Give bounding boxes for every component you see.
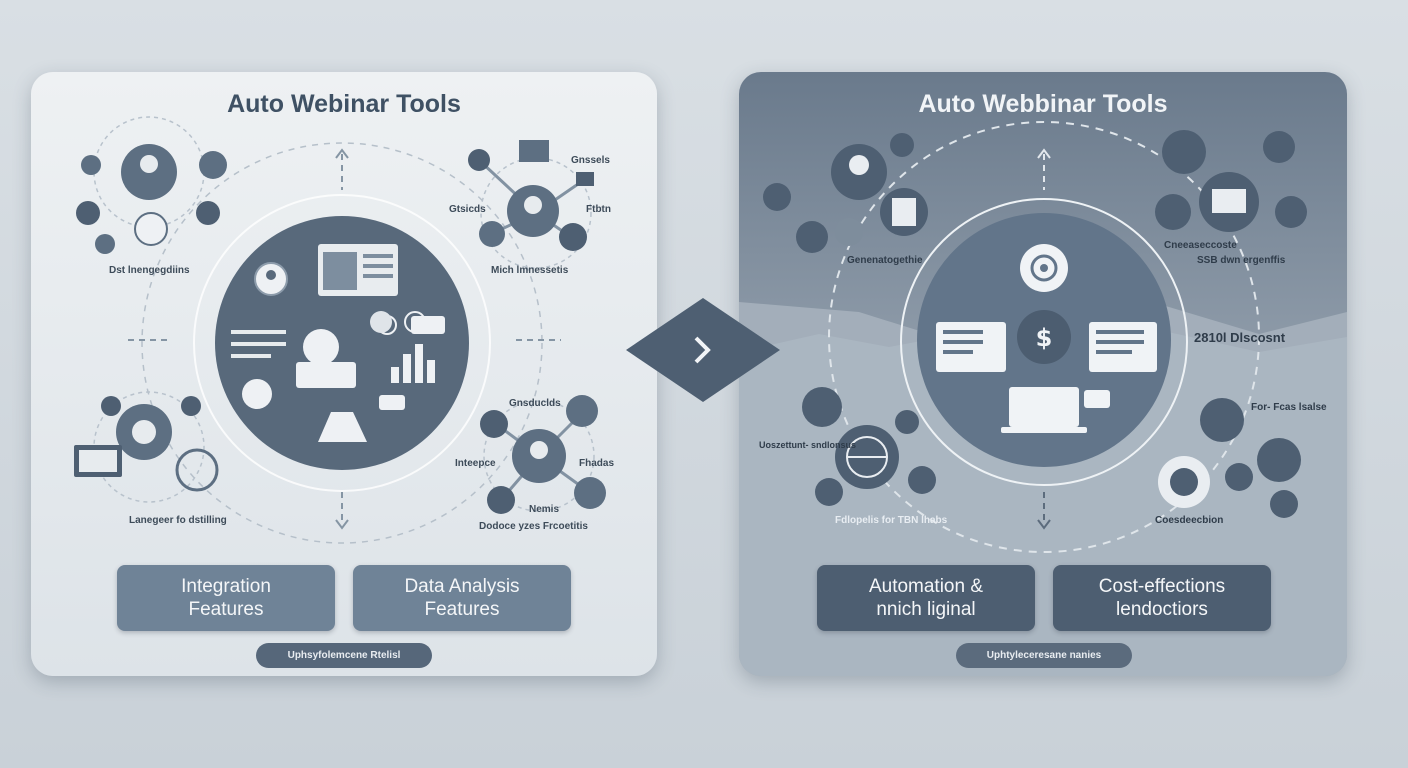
tl-network-icon bbox=[835, 218, 863, 246]
tl-badge-icon bbox=[76, 201, 100, 225]
bl-search-icon bbox=[908, 466, 936, 494]
br-target-icon bbox=[487, 486, 515, 514]
label-top-left: Dst lnengegdiins bbox=[109, 265, 190, 276]
tl-presentation-icon bbox=[763, 183, 791, 211]
monitor-left-icon bbox=[936, 322, 1006, 372]
tr-team-icon bbox=[479, 221, 505, 247]
br-team-icon bbox=[1225, 463, 1253, 491]
label-bottom-right-a: Gnsduclds bbox=[509, 398, 561, 409]
left-footer-pill[interactable]: Uphsyfolemcene Rtelisl bbox=[256, 643, 432, 668]
tr-screen-icon bbox=[1275, 196, 1307, 228]
chat-bubble-icon bbox=[411, 316, 445, 334]
bl-list-icon bbox=[802, 387, 842, 427]
bl-magnifier-icon bbox=[175, 448, 219, 492]
right-panel: Auto Webbinar Tools $ bbox=[739, 72, 1347, 676]
tr-chat-icon bbox=[576, 172, 594, 186]
tl-chart-icon bbox=[890, 133, 914, 157]
integration-features-button[interactable]: Integration Features bbox=[117, 565, 335, 631]
label-top-right: Mich lmnessetis bbox=[491, 265, 569, 276]
outer-orbit-ring bbox=[193, 194, 491, 492]
diamond-shape bbox=[626, 298, 780, 402]
cost-effections-button[interactable]: Cost-effections lendoctiors bbox=[1053, 565, 1271, 631]
bl-alert-icon bbox=[101, 396, 121, 416]
label-bottom-right-a: For- Fcas lsalse bbox=[1251, 402, 1327, 413]
dollar-coin-icon bbox=[1017, 310, 1071, 364]
tr-gear-icon bbox=[1162, 130, 1206, 174]
bl-bell-icon bbox=[895, 410, 919, 434]
left-panel: Auto Webinar Tools bbox=[31, 72, 657, 676]
person-icon bbox=[242, 379, 272, 409]
label-right-middle: 2810l Dlscosnt bbox=[1194, 330, 1286, 345]
label-bottom-right-c: Fhadas bbox=[579, 458, 615, 469]
tr-more-icon bbox=[559, 223, 587, 251]
tl-group-icon bbox=[95, 234, 115, 254]
tr-org-chart-icon bbox=[519, 140, 549, 162]
bar-chart-icon bbox=[391, 367, 399, 383]
left-diagram bbox=[74, 116, 606, 544]
tl-cloud-icon bbox=[199, 151, 227, 179]
transition-arrow[interactable] bbox=[626, 298, 780, 402]
tl-copyright-icon bbox=[196, 201, 220, 225]
tr-user-icon bbox=[1155, 194, 1191, 230]
tl-lightbulb-icon bbox=[134, 212, 168, 246]
br-cog-icon bbox=[1270, 490, 1298, 518]
svg-text:$: $ bbox=[1036, 324, 1053, 352]
br-group-icon bbox=[574, 477, 606, 509]
left-panel-title: Auto Webinar Tools bbox=[227, 90, 461, 118]
bl-person-icon bbox=[815, 478, 843, 506]
label-top-right-a: Cneeaseccoste bbox=[1164, 240, 1237, 251]
br-eye-icon bbox=[480, 410, 508, 438]
label-top-right-a: Gnssels bbox=[571, 155, 610, 166]
label-bottom-left-a: Uoszettunt- sndlonsus bbox=[759, 440, 856, 450]
bl-presenter-icon bbox=[181, 396, 201, 416]
label-bottom-left: Fdlopelis for TBN lhabs bbox=[835, 515, 948, 526]
outer-orbit-ring bbox=[900, 198, 1188, 486]
label-bottom-right: Dodoce yzes Frcoetitis bbox=[479, 521, 588, 532]
right-panel-title: Auto Webbinar Tools bbox=[918, 90, 1168, 118]
tl-people-icon bbox=[81, 155, 101, 175]
tr-gear-icon bbox=[468, 149, 490, 171]
podium-icon bbox=[318, 412, 367, 442]
up-arrow-head bbox=[335, 148, 349, 159]
presenter-icon bbox=[303, 329, 339, 365]
data-analysis-features-button[interactable]: Data Analysis Features bbox=[353, 565, 571, 631]
dashed-orbit-ring bbox=[141, 142, 543, 544]
message-icon bbox=[379, 395, 405, 410]
label-top-left: Genenatogethie bbox=[847, 255, 923, 266]
tl-people-icon bbox=[796, 221, 828, 253]
down-arrow-head bbox=[1037, 519, 1051, 530]
label-top-right-b: SSB dwn ergenffis bbox=[1197, 255, 1286, 266]
label-bottom-left: Lanegeer fo dstilling bbox=[129, 515, 227, 526]
chevron-right-icon bbox=[694, 336, 711, 364]
label-top-right-c: Ftbtn bbox=[586, 204, 611, 215]
label-top-right-b: Gtsicds bbox=[449, 204, 486, 215]
label-bottom-right-d: Nemis bbox=[529, 504, 560, 515]
chat-icon bbox=[1084, 390, 1110, 408]
up-arrow-head bbox=[1037, 148, 1051, 159]
tr-bell-icon bbox=[1263, 131, 1295, 163]
down-arrow-head bbox=[335, 519, 349, 530]
monitor-right-icon bbox=[1089, 322, 1157, 372]
br-user-icon bbox=[1257, 438, 1301, 482]
label-bottom-right-b: Inteepce bbox=[455, 458, 496, 469]
label-bottom-right: Coesdeecbion bbox=[1155, 515, 1224, 526]
laptop-icon bbox=[1009, 387, 1079, 427]
right-footer-pill[interactable]: Uphtyleceresane nanies bbox=[956, 643, 1132, 668]
br-search-icon bbox=[566, 395, 598, 427]
dashed-orbit-ring bbox=[828, 121, 1260, 553]
automation-button[interactable]: Automation & nnich liginal bbox=[817, 565, 1035, 631]
br-cloud-icon bbox=[1200, 398, 1244, 442]
